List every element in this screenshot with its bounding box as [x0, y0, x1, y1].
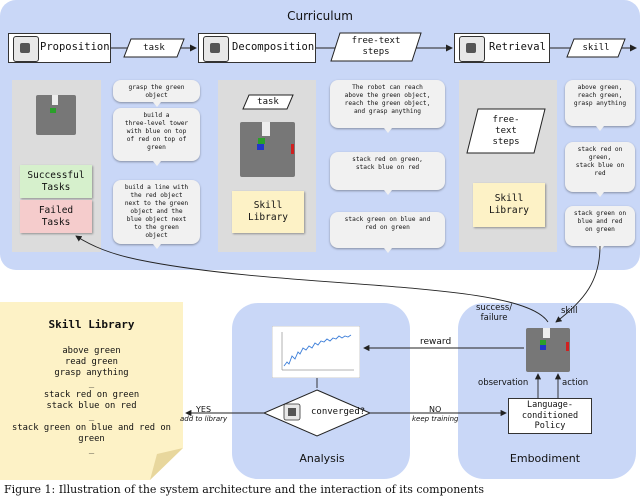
library-line: green [78, 434, 105, 444]
skill-library-list: above green read green grasp anything _ … [0, 346, 183, 456]
chip-icon [459, 36, 485, 62]
step-bubble: The robot can reach above the green obje… [330, 80, 445, 133]
chip-icon [203, 36, 229, 62]
retrieval-label: Retrieval [489, 41, 546, 53]
library-line: grasp anything [54, 368, 129, 378]
skill-bubble: above green, reach green, grasp anything [565, 80, 635, 131]
yes-sublabel: add to library [180, 415, 228, 423]
observation-label: observation [478, 378, 529, 388]
task-arrow-label: task [123, 38, 185, 58]
chip-icon [13, 36, 39, 62]
task-bubble: build a line with the red object next to… [113, 180, 200, 249]
analysis-title: Analysis [299, 452, 345, 465]
no-sublabel: keep training [412, 415, 459, 423]
library-line: above green [62, 346, 121, 356]
free-text-steps-shape: free- text steps [466, 108, 546, 154]
library-line: stack blue on red [46, 401, 137, 411]
converged-decision [262, 389, 372, 437]
task-bubble: build a three-level tower with blue on t… [113, 108, 200, 166]
skill-library-title: Skill Library [48, 318, 135, 331]
language-conditioned-policy-box: Language- conditioned Policy [508, 398, 592, 434]
no-label: NO [429, 405, 442, 414]
step-bubble: stack red on green, stack blue on red [330, 152, 445, 195]
robot-scene-image [526, 328, 570, 372]
skill-bubble: stack red on green, stack blue on red [565, 142, 635, 197]
reward-plot-thumbnail [272, 326, 360, 378]
curriculum-title: Curriculum [287, 9, 353, 23]
successful-tasks-note: Successful Tasks [20, 165, 92, 198]
converged-label: converged? [311, 407, 366, 417]
retrieval-module: Retrieval [454, 33, 550, 63]
library-line: stack red on green [43, 390, 140, 400]
proposition-module: Proposition [8, 33, 111, 63]
yes-label: YES [196, 405, 212, 414]
task-bubble: grasp the green object [113, 80, 200, 107]
action-label: action [562, 378, 589, 388]
skill-library-note: Skill Library [473, 183, 545, 227]
skill-library-note: Skill Library [232, 191, 304, 233]
skill-arrow-label: skill [566, 38, 626, 58]
library-line: stack green on blue and red on [12, 423, 171, 433]
skill-bubble: stack green on blue and red on green [565, 206, 635, 251]
robot-scene-image [36, 95, 76, 135]
decomposition-module: Decomposition [198, 33, 316, 63]
figure-caption: Figure 1: Illustration of the system arc… [4, 483, 484, 496]
library-line: _ [88, 445, 95, 455]
step-bubble: stack green on blue and red on green [330, 212, 445, 253]
proposition-label: Proposition [40, 41, 110, 53]
skill-library-page [0, 302, 183, 480]
task-label-shape: task [242, 94, 294, 110]
free-text-steps-arrow-label: free-text steps [330, 32, 422, 62]
decomposition-label: Decomposition [232, 41, 315, 53]
success-failure-label: success/ failure [476, 303, 513, 323]
reward-label: reward [420, 337, 452, 347]
robot-scene-image [240, 122, 295, 177]
embodiment-title: Embodiment [509, 452, 581, 465]
failed-tasks-note: Failed Tasks [20, 200, 92, 233]
library-line: _ [88, 412, 95, 422]
library-line: _ [88, 379, 95, 389]
library-line: read green [65, 357, 118, 367]
